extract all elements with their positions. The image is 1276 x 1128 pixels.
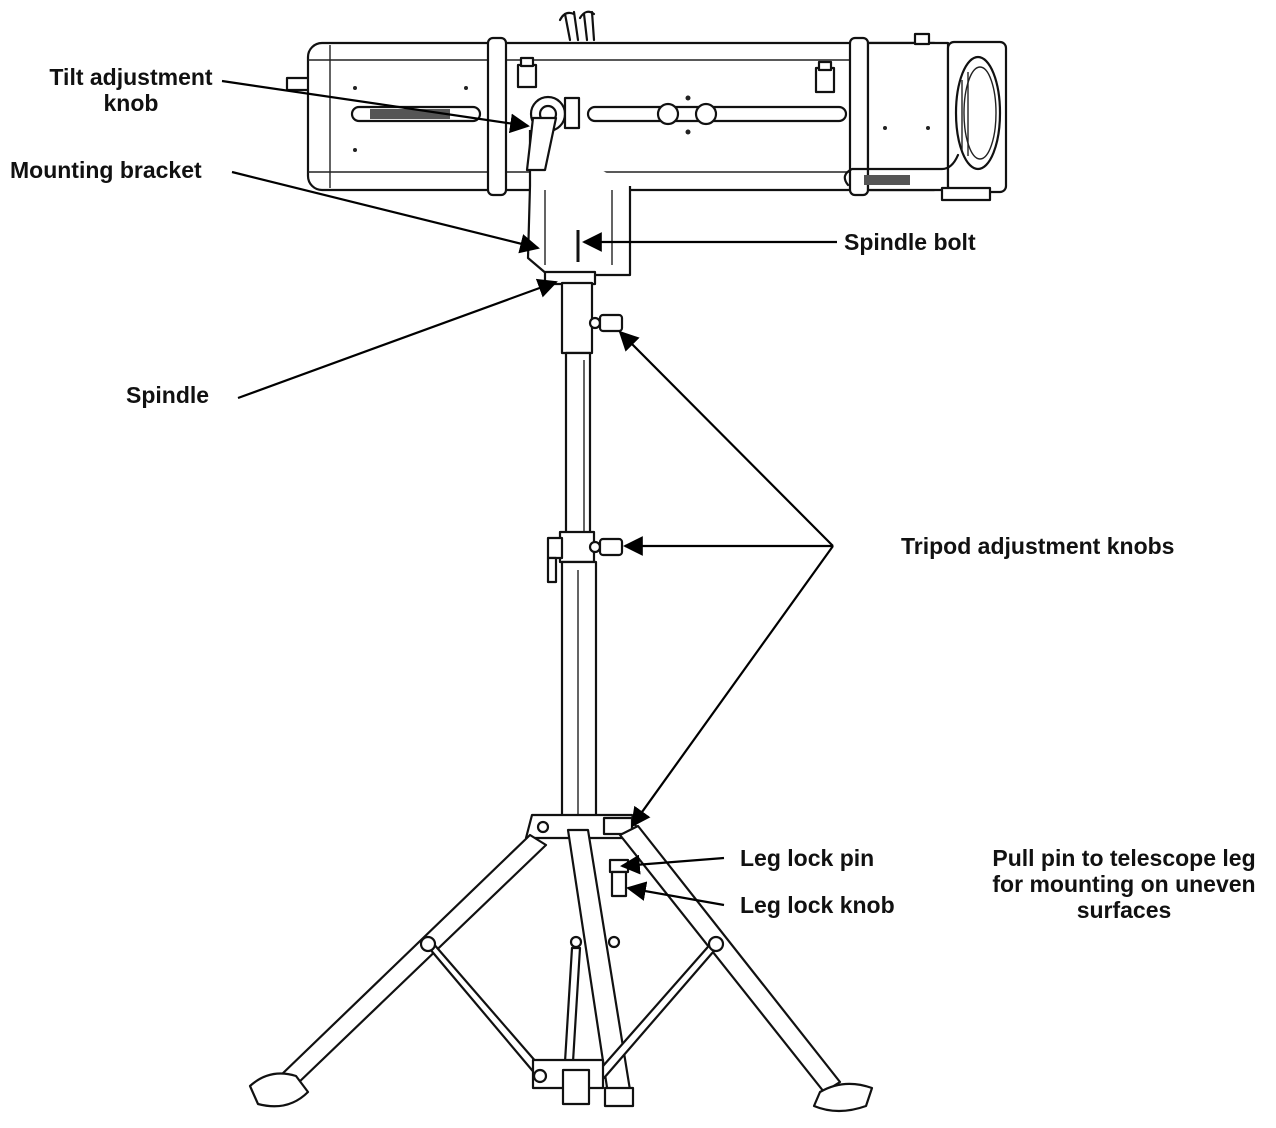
- tripod-pole: [546, 281, 624, 824]
- callout-arrows: [221, 79, 837, 907]
- arrow-tilt-knob: [221, 79, 530, 134]
- label-pull-pin-note: Pull pin to telescope leg for mounting o…: [992, 845, 1256, 923]
- arrow-spindle: [237, 278, 558, 400]
- arrow-mounting-bracket: [231, 170, 540, 254]
- label-tripod-adjustment-knobs: Tripod adjustment knobs: [901, 533, 1175, 559]
- arrow-tripod-knob-low: [630, 545, 834, 828]
- arrow-leg-lock-knob: [626, 881, 725, 907]
- arrow-leg-lock-pin: [620, 854, 725, 875]
- label-spindle-bolt: Spindle bolt: [844, 229, 976, 255]
- tilt-knob-drawing: [525, 95, 581, 172]
- label-tilt-adjustment-knob: Tilt adjustment knob: [49, 64, 213, 116]
- label-spindle: Spindle: [126, 382, 210, 408]
- label-leg-lock-pin: Leg lock pin: [740, 845, 875, 871]
- label-leg-lock-knob: Leg lock knob: [740, 892, 895, 918]
- label-mounting-bracket: Mounting bracket: [10, 157, 202, 183]
- followspot-body: [285, 10, 1008, 202]
- arrow-tripod-knob-top: [618, 330, 834, 547]
